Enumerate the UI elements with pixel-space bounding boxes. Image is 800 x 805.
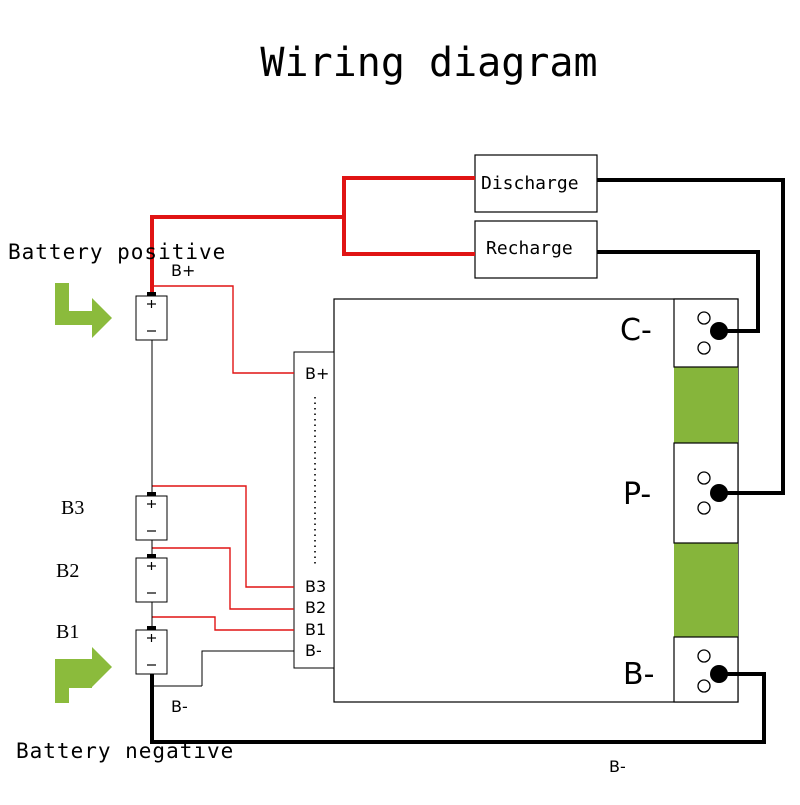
red-main-wires	[150, 176, 475, 296]
recharge-box	[474, 220, 598, 279]
battery-positive-label: Battery positive	[8, 240, 227, 264]
green-block-upper	[674, 367, 738, 443]
terminal-holes	[697, 311, 711, 693]
pin-label-b2: B2	[305, 598, 327, 617]
positive-arrow-icon	[55, 283, 112, 338]
bplus-wire-label: B+	[171, 261, 196, 280]
battery-negative-label: Battery negative	[16, 739, 235, 763]
cell-label-b3: B3	[61, 497, 85, 519]
bms-board	[333, 298, 739, 703]
black-thin-wires	[151, 340, 294, 687]
cell-label-b2: B2	[56, 560, 80, 582]
pin-label-bplus: B+	[305, 364, 330, 383]
black-main-wires	[150, 178, 785, 744]
green-block-lower	[674, 543, 738, 637]
terminal-label-b: B-	[623, 657, 655, 692]
cell-label-b1: B1	[56, 621, 80, 643]
negative-arrow-icon	[55, 647, 112, 703]
terminal-label-p: P-	[623, 477, 652, 512]
bms-connector	[293, 351, 335, 669]
discharge-box	[474, 154, 598, 213]
terminal-label-c: C-	[620, 313, 652, 348]
bminus-wire-label: B-	[171, 697, 188, 716]
discharge-label: Discharge	[481, 173, 579, 194]
bminus-bottom-label: B-	[609, 757, 626, 776]
pin-label-bminus: B-	[305, 641, 322, 660]
pin-label-b3: B3	[305, 577, 327, 596]
pin-label-b1: B1	[305, 620, 327, 639]
diagram-title: Wiring diagram	[260, 40, 598, 86]
cell-polarity-marks	[147, 300, 156, 666]
recharge-label: Recharge	[486, 238, 573, 259]
cell-terminal-caps	[147, 292, 156, 630]
red-balance-wires	[152, 285, 294, 631]
